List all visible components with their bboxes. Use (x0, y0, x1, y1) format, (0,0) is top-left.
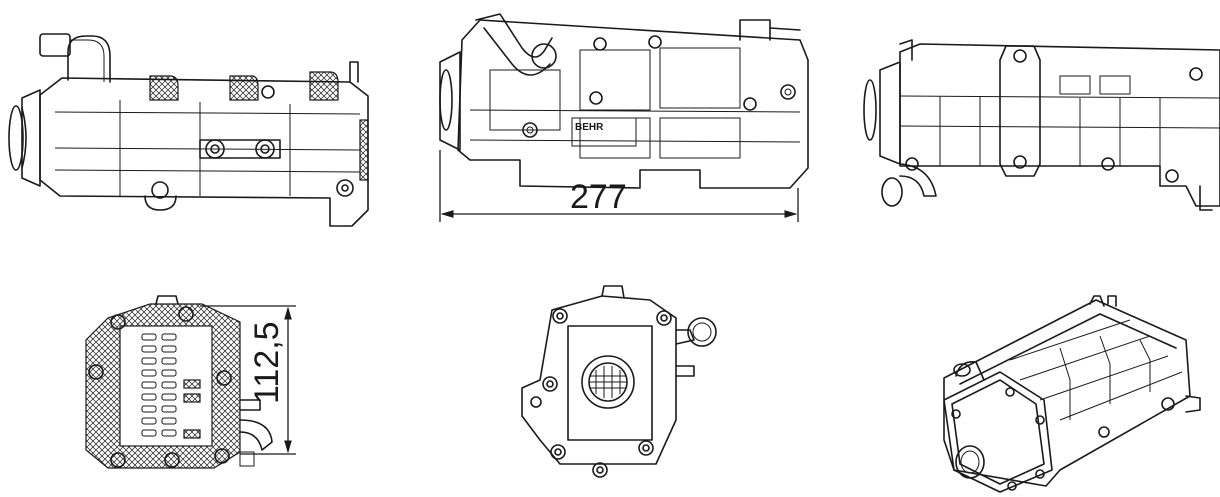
brand-marking: BEHR (575, 122, 604, 133)
view-end-gasket (85, 295, 273, 469)
view-isometric (943, 295, 1201, 493)
dimension-length: 277 (439, 150, 799, 222)
dimension-height-label: 112,5 (248, 321, 286, 404)
dimension-height: 112,5 (200, 305, 296, 455)
view-side-right (863, 39, 1220, 211)
view-end-opposite (521, 285, 717, 478)
core-slots (141, 333, 201, 439)
view-side-left (8, 33, 369, 227)
dimension-length-label: 277 (570, 178, 627, 216)
view-top-center: BEHR (439, 13, 809, 189)
